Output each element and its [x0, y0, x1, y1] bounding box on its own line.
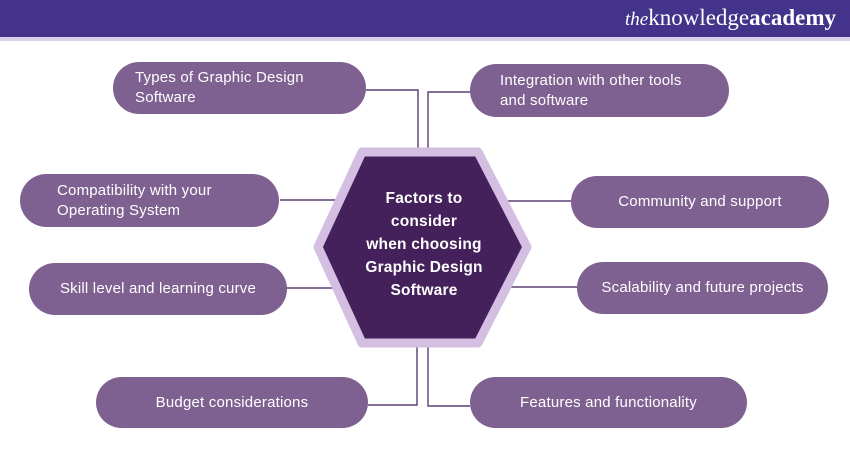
- node-label-line: Community and support: [618, 193, 782, 210]
- node-features-and-functionality: Features and functionality: [470, 377, 747, 428]
- node-label-line: and software: [500, 91, 589, 109]
- center-title: Factors to consider when choosing Graphi…: [328, 187, 520, 302]
- node-label-line: Types of Graphic Design: [135, 69, 304, 86]
- center-title-line: consider: [390, 213, 458, 230]
- node-integration-with-other-tools: Integration with other tools and softwar…: [470, 64, 729, 117]
- node-skill-level-learning-curve: Skill level and learning curve: [29, 263, 287, 315]
- center-title-line: when choosing: [366, 236, 482, 253]
- header-bar: theknowledgeacademy: [0, 0, 850, 37]
- node-budget-considerations: Budget considerations: [96, 377, 368, 428]
- hexagon-polygon: [313, 147, 532, 348]
- node-label-line: Features and functionality: [520, 393, 697, 411]
- hexagon-shape: [313, 147, 532, 348]
- node-label-line: Budget considerations: [155, 393, 309, 411]
- node-label-line: Scalability and future projects: [601, 279, 804, 296]
- node-scalability-future-projects: Scalability and future projects: [577, 262, 828, 314]
- node-label-line: Software: [135, 89, 196, 106]
- node-label-line: Operating System: [57, 201, 181, 219]
- node-compatibility-operating-system: Compatibility with your Operating System: [20, 174, 279, 227]
- logo-knowledge: knowledge: [648, 4, 750, 30]
- header-divider-line: [0, 37, 850, 41]
- node-community-and-support: Community and support: [571, 176, 829, 228]
- connector-bottom-left: [368, 343, 418, 406]
- center-title-line: Factors to: [385, 190, 463, 207]
- logo-the: the: [624, 8, 649, 30]
- node-label-line: Integration with other tools: [500, 71, 682, 89]
- connector-top-left: [366, 89, 419, 152]
- connector-top-right: [427, 91, 470, 152]
- connector-bottom-right: [427, 343, 470, 407]
- node-label-line: Compatibility with your: [57, 181, 212, 199]
- brand-logo: theknowledgeacademy: [625, 0, 836, 39]
- node-label-line: Skill level and learning curve: [59, 280, 257, 297]
- logo-academy: academy: [749, 4, 836, 30]
- node-types-of-graphic-design-software: Types of Graphic Design Software: [113, 62, 366, 114]
- center-title-line: Software: [390, 282, 458, 299]
- center-title-line: Graphic Design: [365, 259, 483, 276]
